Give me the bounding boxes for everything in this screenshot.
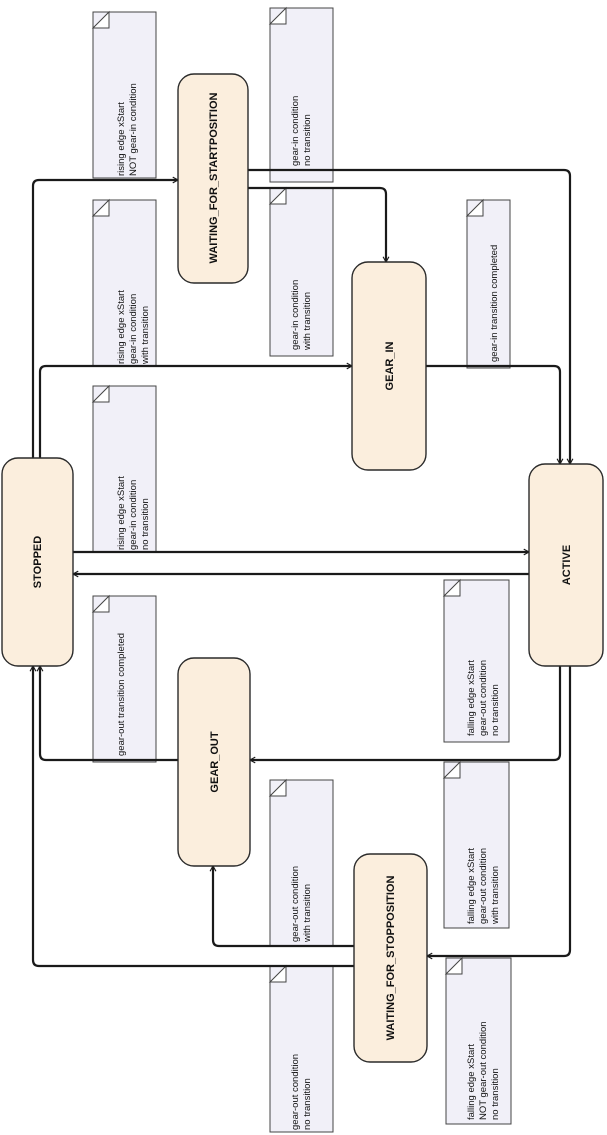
note-gear-out-no-transition: gear-out condition no transition <box>268 964 334 1133</box>
edge-waiting-start-to-gear-in <box>248 186 386 262</box>
note-falling-not-gear-out: falling edge xStart NOT gear-out conditi… <box>444 956 512 1125</box>
note-line: gear-out condition <box>478 848 489 924</box>
note-line: NOT gear-out condition <box>478 1021 489 1120</box>
svg-text:gear-out condition with: gear-out condition with transition <box>290 863 313 943</box>
state-label: ACTIVE <box>561 545 573 585</box>
note-line: rising edge xStart <box>116 102 127 176</box>
note-line: gear-in condition <box>128 294 139 364</box>
note-line: gear-in transition completed <box>489 245 500 362</box>
note-line: falling edge xStart <box>466 660 477 736</box>
svg-text:rising edge xStart gear-: rising edge xStart gear-in condition no … <box>116 473 151 550</box>
note-line: with transition <box>140 306 151 365</box>
edge-waiting-stop-to-gear-out <box>213 866 354 948</box>
note-line: gear-in condition <box>290 280 301 350</box>
note-line: rising edge xStart <box>116 476 127 550</box>
note-line: gear-out condition <box>290 866 301 942</box>
edge-waiting-stop-to-stopped <box>33 666 354 968</box>
note-gear-in-no-transition: gear-in condition no transition <box>268 6 334 183</box>
state-label: STOPPED <box>32 536 44 588</box>
state-waiting-for-startposition: WAITING_FOR_STARTPOSITION <box>177 73 249 284</box>
state-active: ACTIVE <box>528 463 604 667</box>
svg-text:rising edge xStart NOT g: rising edge xStart NOT gear-in condition <box>116 83 139 176</box>
note-line: NOT gear-in condition <box>128 83 139 176</box>
svg-text:gear-in condition no tra: gear-in condition no transition <box>290 93 313 166</box>
svg-text:rising edge xStart gear-: rising edge xStart gear-in condition wit… <box>116 287 151 365</box>
state-stopped: STOPPED <box>1 457 74 667</box>
note-rising-not-gear-in: rising edge xStart NOT gear-in condition <box>91 10 157 179</box>
edge-active-to-waiting-stop <box>427 666 572 956</box>
edge-gear-in-to-active <box>426 364 560 464</box>
note-line: with transition <box>302 292 313 351</box>
state-waiting-for-stopposition: WAITING_FOR_STOPPOSITION <box>353 853 428 1063</box>
note-falling-gear-out-with-transition: falling edge xStart gear-out condition w… <box>442 760 510 929</box>
note-rising-gear-in-with-transition: rising edge xStart gear-in condition wit… <box>91 198 157 367</box>
svg-text:gear-out condition no tr: gear-out condition no transition <box>290 1051 313 1130</box>
note-rising-gear-in-no-transition: rising edge xStart gear-in condition no … <box>91 384 157 553</box>
edge-waiting-start-to-active <box>248 168 570 464</box>
note-line: gear-out transition completed <box>116 633 127 756</box>
note-line: no transition <box>302 114 313 166</box>
svg-text:falling edge xStart gear: falling edge xStart gear-out condition n… <box>466 657 501 736</box>
state-gear-in: GEAR_IN <box>351 261 427 471</box>
note-gear-out-with-transition: gear-out condition with transition <box>268 778 334 947</box>
svg-text:falling edge xStart NOT: falling edge xStart NOT gear-out conditi… <box>466 1019 501 1120</box>
note-gear-in-completed: gear-in transition completed <box>465 198 511 369</box>
note-line: gear-out condition <box>290 1054 301 1130</box>
note-line: with transition <box>490 866 501 925</box>
edge-active-to-gear-out <box>250 666 562 760</box>
edge-gear-out-to-stopped <box>40 666 178 762</box>
edge-stopped-to-waiting-start <box>31 180 178 458</box>
note-line: gear-out condition <box>478 660 489 736</box>
note-line: gear-in condition <box>290 96 301 166</box>
note-line: no transition <box>490 1068 501 1120</box>
note-falling-gear-out-no-transition: falling edge xStart gear-out condition n… <box>442 578 510 743</box>
svg-text:falling edge xStart gear: falling edge xStart gear-out condition w… <box>466 845 501 925</box>
note-line: no transition <box>490 684 501 736</box>
note-line: gear-in condition <box>128 480 139 550</box>
note-line: with transition <box>302 884 313 943</box>
note-line: falling edge xStart <box>466 848 477 924</box>
note-line: no transition <box>140 498 151 550</box>
note-gear-in-with-transition: gear-in condition with transition <box>268 186 334 357</box>
svg-text:gear-in condition with t: gear-in condition with transition <box>290 277 313 351</box>
state-label: GEAR_OUT <box>209 731 221 792</box>
svg-text:gear-in transition completed: gear-in transition completed <box>489 245 500 362</box>
note-line: rising edge xStart <box>116 290 127 364</box>
edge-stopped-to-gear-in <box>38 366 352 458</box>
state-label: GEAR_IN <box>384 341 396 390</box>
state-label: WAITING_FOR_STARTPOSITION <box>208 92 220 263</box>
note-line: no transition <box>302 1078 313 1130</box>
note-line: falling edge xStart <box>466 1044 477 1120</box>
note-gear-out-completed: gear-out transition completed <box>91 594 157 763</box>
svg-text:gear-out transition completed: gear-out transition completed <box>116 633 127 756</box>
state-gear-out: GEAR_OUT <box>177 657 251 867</box>
state-label: WAITING_FOR_STOPPOSITION <box>385 876 397 1041</box>
